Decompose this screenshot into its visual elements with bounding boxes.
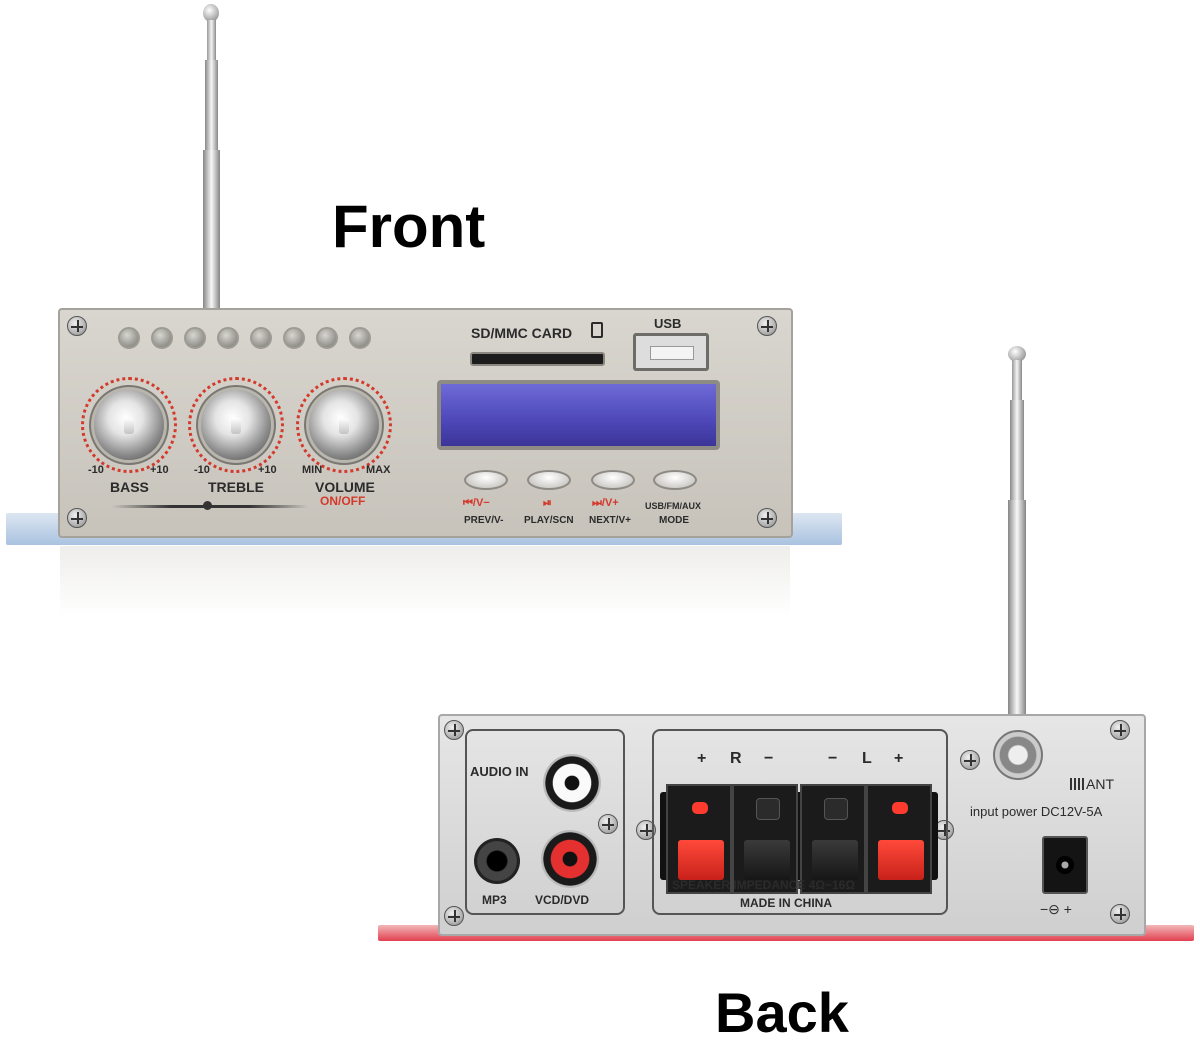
terminal-right-plus[interactable] xyxy=(666,784,732,894)
screw-icon xyxy=(444,906,464,926)
terminal-right-minus[interactable] xyxy=(732,784,798,894)
front-heading: Front xyxy=(332,193,486,260)
dc-power-jack[interactable] xyxy=(1042,836,1088,894)
led-indicator xyxy=(250,327,272,349)
treble-label: TREBLE xyxy=(208,479,264,495)
play-icon-label: ⏯ xyxy=(543,497,552,509)
screw-icon xyxy=(444,720,464,740)
bass-knob[interactable] xyxy=(94,390,164,460)
mode-button[interactable] xyxy=(653,470,697,490)
left-letter-label: L xyxy=(862,750,872,767)
treble-min-label: -10 xyxy=(194,464,210,476)
volume-knob-ring xyxy=(296,377,392,473)
bass-label: BASS xyxy=(110,479,149,495)
sd-card-slot[interactable] xyxy=(470,352,605,366)
rca-red-jack[interactable] xyxy=(541,830,599,888)
made-in-label: MADE IN CHINA xyxy=(740,896,832,910)
screw-icon xyxy=(67,316,87,336)
next-button[interactable] xyxy=(591,470,635,490)
volume-min-label: MIN xyxy=(302,464,323,476)
play-label: PLAY/SCN xyxy=(524,515,574,526)
volume-max-label: MAX xyxy=(366,464,391,476)
screw-icon xyxy=(1110,720,1130,740)
led-indicator xyxy=(217,327,239,349)
volume-knob[interactable] xyxy=(309,390,379,460)
on-off-label: ON/OFF xyxy=(320,494,366,508)
screw-icon xyxy=(598,814,618,834)
back-antenna xyxy=(1004,346,1030,766)
left-plus-label: + xyxy=(894,750,904,767)
treble-max-label: +10 xyxy=(258,464,277,476)
mp3-jack[interactable] xyxy=(474,838,520,884)
play-button[interactable] xyxy=(527,470,571,490)
prev-button[interactable] xyxy=(464,470,508,490)
front-reflection xyxy=(60,546,790,616)
screw-icon xyxy=(960,750,980,770)
screw-icon xyxy=(1110,904,1130,924)
led-indicator xyxy=(316,327,338,349)
next-label: NEXT/V+ xyxy=(589,515,631,526)
treble-knob-ring xyxy=(188,377,284,473)
power-label: input power DC12V-5A xyxy=(970,804,1103,819)
left-minus-label: − xyxy=(828,750,838,767)
bass-max-label: +10 xyxy=(150,464,169,476)
bass-min-label: -10 xyxy=(88,464,104,476)
right-letter-label: R xyxy=(730,750,742,767)
right-minus-label: − xyxy=(764,750,774,767)
led-indicator xyxy=(151,327,173,349)
right-plus-label: + xyxy=(697,750,707,767)
mode-icon-label: USB/FM/AUX xyxy=(645,501,701,511)
audio-in-section xyxy=(465,729,625,915)
bass-knob-ring xyxy=(81,377,177,473)
led-indicator xyxy=(118,327,140,349)
lcd-display xyxy=(437,380,720,450)
sd-card-icon xyxy=(591,322,603,338)
screw-icon xyxy=(757,508,777,528)
impedance-label: SPEAKER IMPEDANCE 4Ω−16Ω xyxy=(672,878,855,892)
usb-port[interactable] xyxy=(633,333,709,371)
led-indicator xyxy=(349,327,371,349)
ant-label: ANT xyxy=(1086,776,1114,792)
mode-label: MODE xyxy=(659,515,689,526)
screw-icon xyxy=(757,316,777,336)
treble-knob[interactable] xyxy=(201,390,271,460)
terminal-left-minus[interactable] xyxy=(800,784,866,894)
led-indicator xyxy=(184,327,206,349)
back-heading: Back xyxy=(715,981,849,1044)
audio-in-label: AUDIO IN xyxy=(470,764,529,779)
antenna-signal-icon xyxy=(1070,778,1084,790)
screw-icon xyxy=(67,508,87,528)
next-icon-label: ⏭/V+ xyxy=(592,497,619,509)
vcd-label: VCD/DVD xyxy=(535,893,590,907)
antenna-connector xyxy=(993,730,1043,780)
prev-icon-label: ⏮/V− xyxy=(463,497,490,509)
terminal-left-plus[interactable] xyxy=(866,784,932,894)
usb-label: USB xyxy=(654,316,682,331)
speaker-section xyxy=(652,729,948,915)
card-slot-label: SD/MMC CARD xyxy=(471,325,573,341)
mp3-label: MP3 xyxy=(482,893,507,907)
screw-icon xyxy=(636,820,656,840)
front-antenna xyxy=(200,4,224,314)
led-indicator xyxy=(283,327,305,349)
polarity-label: −⊖ + xyxy=(1040,901,1072,917)
front-divider-dot xyxy=(203,501,212,510)
rca-white-jack[interactable] xyxy=(543,754,601,812)
volume-label: VOLUME xyxy=(315,479,375,495)
prev-label: PREV/V- xyxy=(464,515,504,526)
